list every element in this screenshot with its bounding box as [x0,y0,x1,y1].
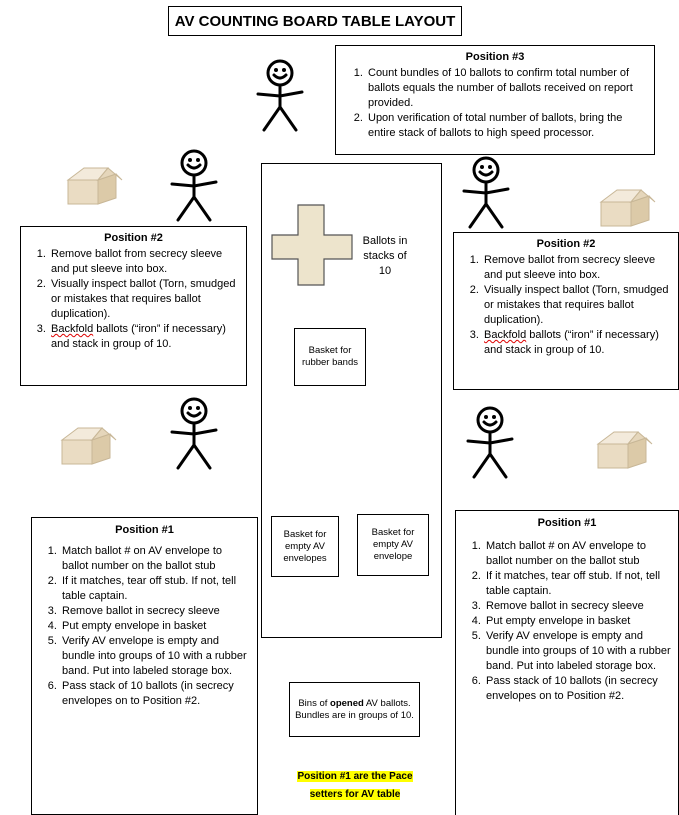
position-2-heading: Position #2 [536,238,596,250]
page-title: AV COUNTING BOARD TABLE LAYOUT [168,6,462,36]
position-1-item: Put empty envelope in basket [484,614,672,629]
position-1-heading: Position #1 [537,517,597,529]
position-2-right-box: Position #2 Remove ballot from secrecy s… [453,232,679,390]
position-2-item: Backfold ballots (“iron” if necessary) a… [482,328,672,358]
position-2-item: Visually inspect ballot (Torn, smudged o… [482,283,672,328]
pace-setter-text: Position #1 are the Pace setters for AV … [297,771,413,800]
position-1-item: Match ballot # on AV envelope to ballot … [60,544,251,574]
stick-figure-icon [164,146,224,224]
pace-setter-note: Position #1 are the Pace setters for AV … [289,766,421,802]
cardboard-box-icon [58,426,118,466]
position-2-item: Visually inspect ballot (Torn, smudged o… [49,277,240,322]
basket-empty-av-envelope: Basket for empty AV envelope [357,514,429,576]
ballots-label: Ballots in stacks of 10 [362,234,408,277]
bins-text-before: Bins of [298,697,331,709]
position-3-item: Upon verification of total number of bal… [366,111,646,141]
position-1-item: Remove ballot in secrecy sleeve [484,599,672,614]
position-3-heading: Position #3 [465,51,525,63]
stick-figure-icon [460,403,520,481]
bins-box: Bins of opened AV ballots. Bundles are i… [289,682,420,737]
basket-empty-av-envelopes: Basket for empty AV envelopes [271,516,339,577]
position-1-heading: Position #1 [115,524,174,536]
position-1-item: Verify AV envelope is empty and bundle i… [484,629,672,674]
position-2-item: Remove ballot from secrecy sleeve and pu… [49,247,240,277]
basket-rubber-bands: Basket for rubber bands [294,328,366,386]
position-1-right-box: Position #1 Match ballot # on AV envelop… [455,510,679,815]
position-1-item: Match ballot # on AV envelope to ballot … [484,539,672,569]
stick-figure-icon [164,394,224,472]
bins-text: Bins of opened AV ballots. Bundles are i… [293,698,416,722]
position-2-item-rest: ballots (“iron” if necessary) and stack … [51,323,226,350]
ballot-stack-cross-icon [271,204,353,291]
position-2-left-box: Position #2 Remove ballot from secrecy s… [20,226,247,386]
position-3-item: Count bundles of 10 ballots to confirm t… [366,66,646,111]
backfold-word: Backfold [51,323,94,335]
bins-text-after: AV ballots. Bundles are in groups of 10. [295,697,414,721]
position-3-box: Position #3 Count bundles of 10 ballots … [335,45,655,155]
cardboard-box-icon [64,166,124,206]
stick-figure-icon [250,56,310,134]
bins-text-bold: opened [330,697,364,709]
position-2-item-rest: ballots (“iron” if necessary) and stack … [484,329,659,356]
position-1-item: Pass stack of 10 ballots (in secrecy env… [60,679,251,709]
cardboard-box-icon [597,188,657,228]
position-1-left-box: Position #1 Match ballot # on AV envelop… [31,517,258,815]
position-1-item: Remove ballot in secrecy sleeve [60,604,251,619]
position-2-item: Backfold ballots (“iron” if necessary) a… [49,322,240,352]
position-2-heading: Position #2 [104,232,163,244]
position-1-item: If it matches, tear off stub. If not, te… [484,569,672,599]
stick-figure-icon [456,153,516,231]
position-1-item: Verify AV envelope is empty and bundle i… [60,634,251,679]
position-1-item: Put empty envelope in basket [60,619,251,634]
backfold-word: Backfold [484,329,527,341]
position-1-item: Pass stack of 10 ballots (in secrecy env… [484,674,672,704]
cardboard-box-icon [594,430,654,470]
position-2-item: Remove ballot from secrecy sleeve and pu… [482,253,672,283]
position-1-item: If it matches, tear off stub. If not, te… [60,574,251,604]
